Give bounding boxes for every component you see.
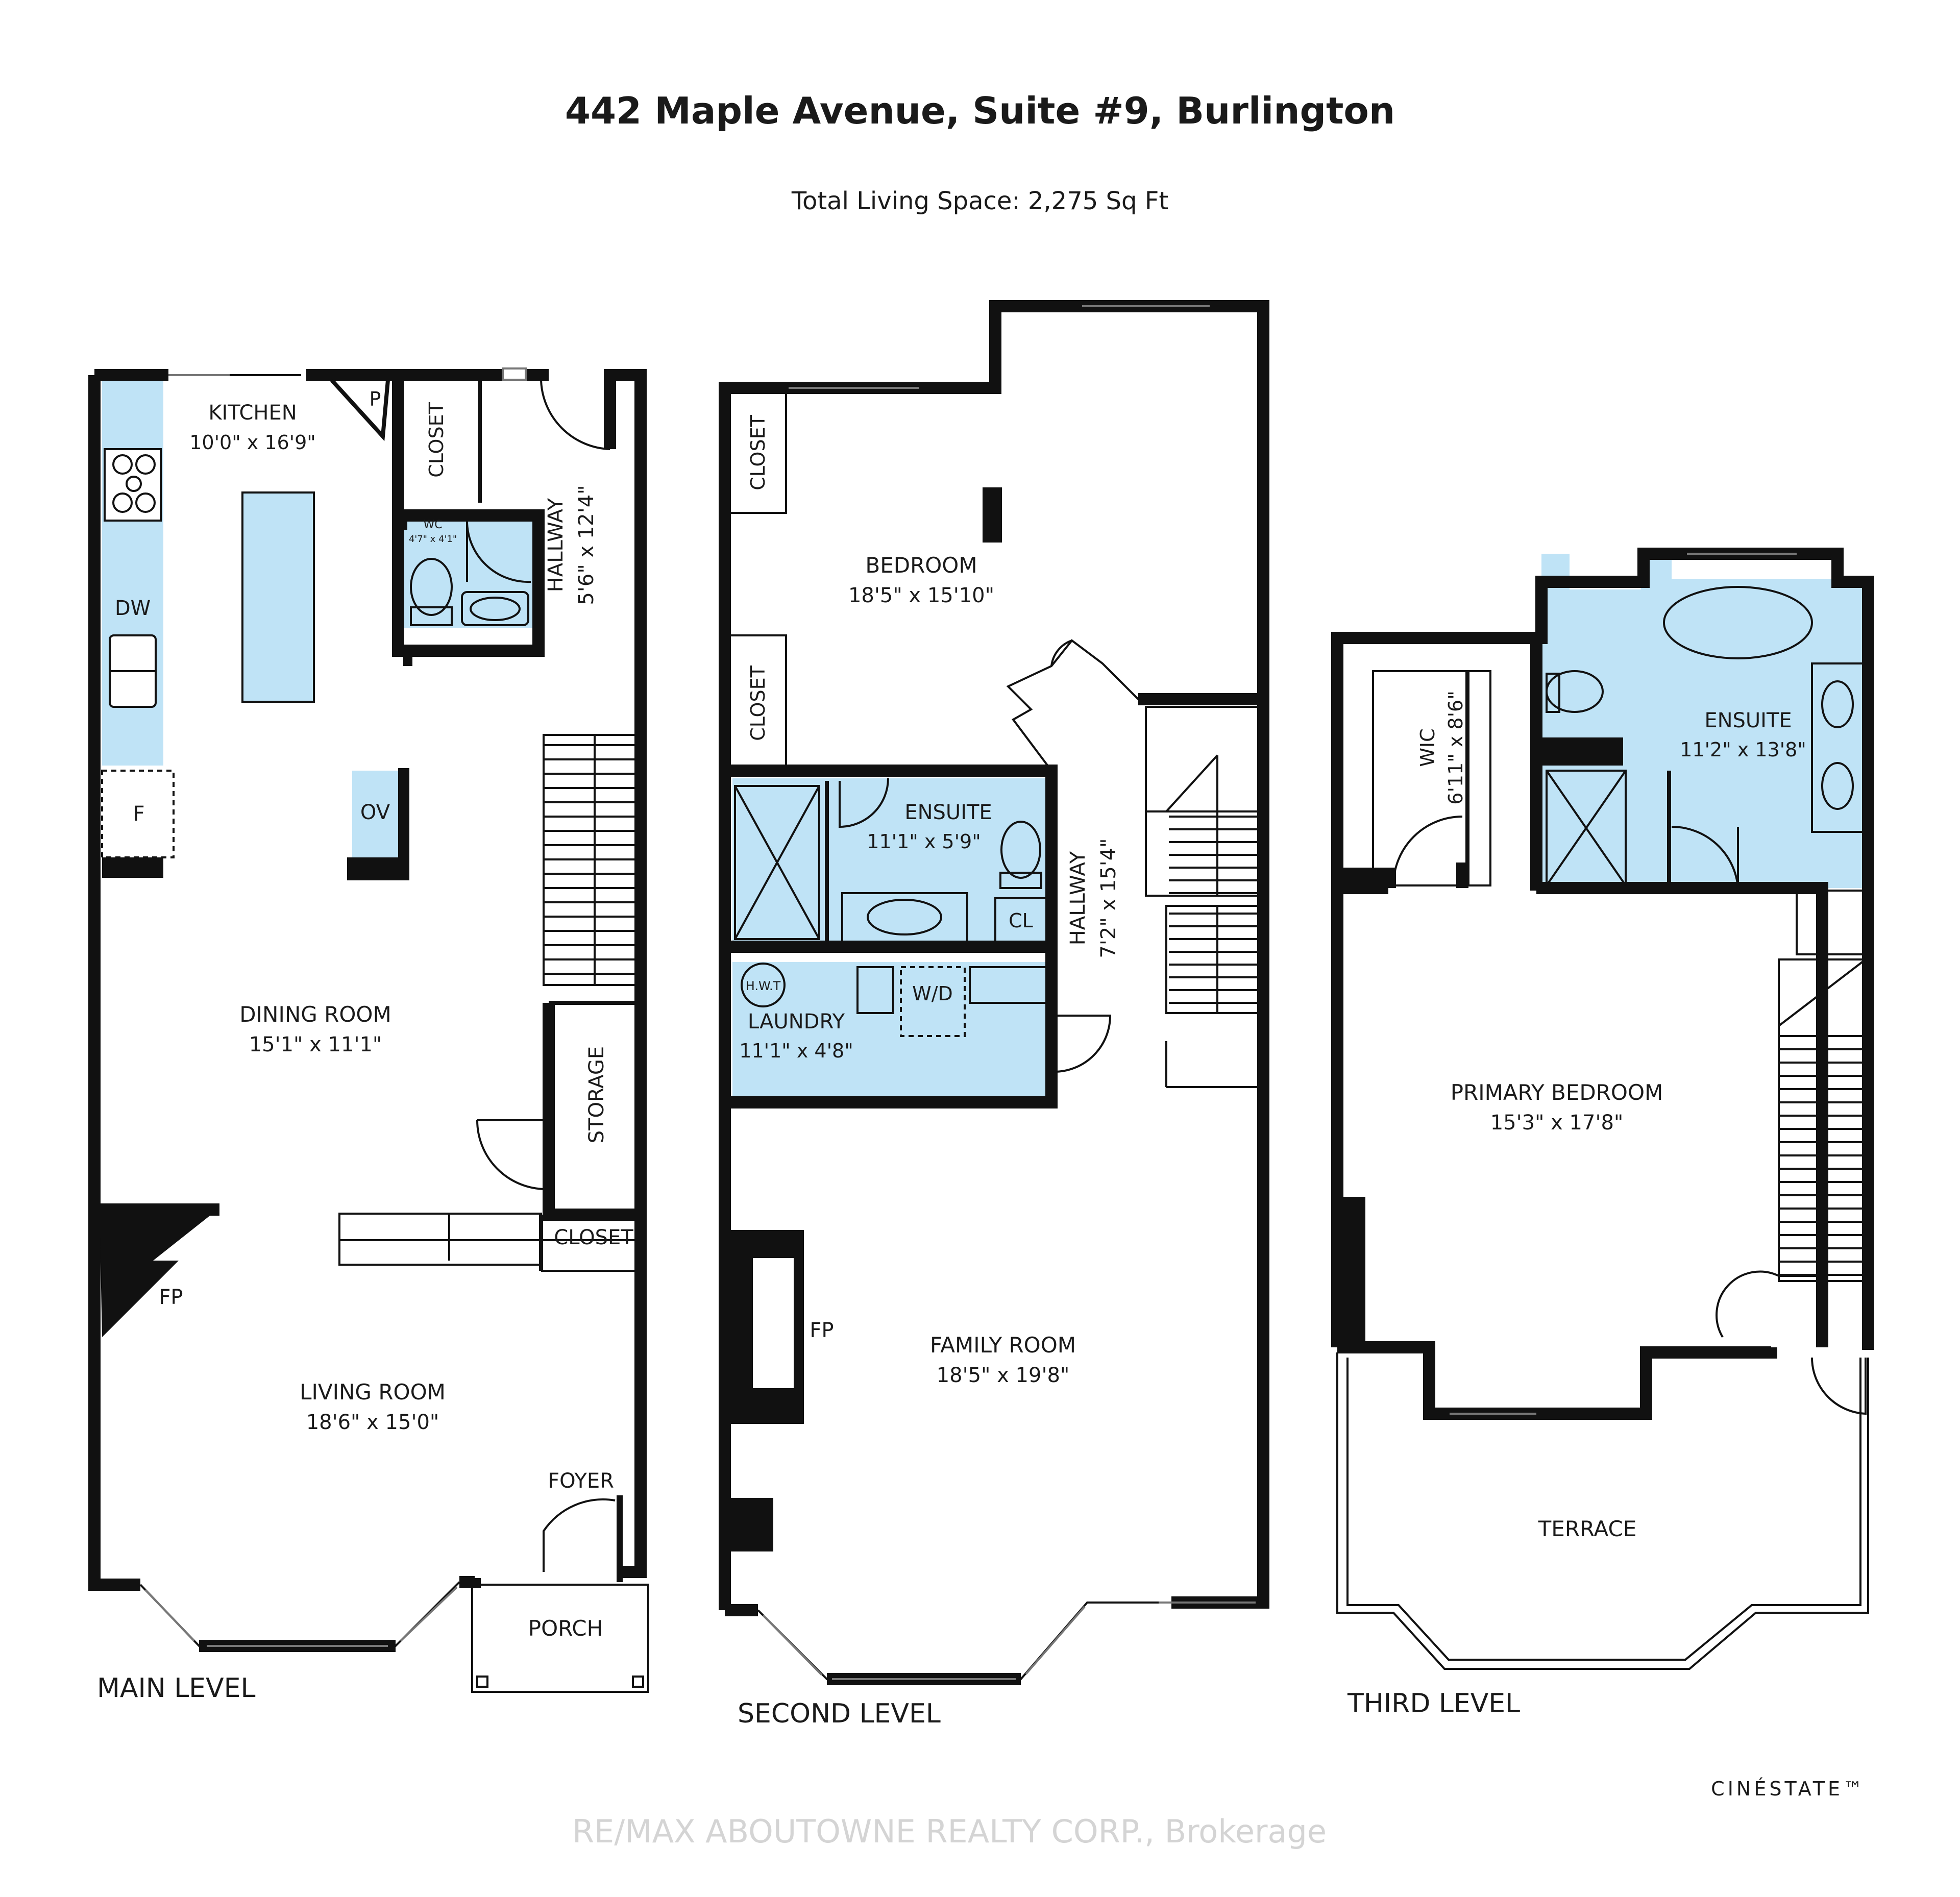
kitchen-name: KITCHEN: [208, 401, 297, 425]
second-ensuite-name: ENSUITE: [904, 801, 992, 824]
page-subtitle: Total Living Space: 2,275 Sq Ft: [791, 187, 1168, 215]
laundry-size: 11'1" x 4'8": [739, 1040, 853, 1062]
living-size: 18'6" x 15'0": [306, 1411, 439, 1434]
wic-size: 6'11" x 8'6": [1444, 691, 1467, 804]
main-closet-top-label: CLOSET: [425, 402, 448, 477]
second-bedroom-name: BEDROOM: [865, 553, 977, 578]
family-name: FAMILY ROOM: [930, 1333, 1076, 1358]
second-ensuite-size: 11'1" x 5'9": [867, 830, 981, 853]
fridge-label: F: [133, 802, 144, 826]
second-bedroom-size: 18'5" x 15'10": [848, 584, 994, 607]
laundry-name: LAUNDRY: [748, 1010, 845, 1033]
second-ensuite-room: [732, 778, 1049, 944]
second-hallway-size: 7'2" x 15'4": [1097, 838, 1120, 958]
family-size: 18'5" x 19'8": [937, 1364, 1070, 1387]
second-level-label: SECOND LEVEL: [738, 1698, 941, 1729]
main-level-label: MAIN LEVEL: [97, 1673, 255, 1704]
second-stairs: [1145, 706, 1262, 1088]
third-level-plan: [1331, 548, 1874, 1670]
main-level-plan: [88, 367, 649, 1693]
brokerage-watermark: RE/MAX ABOUTOWNE REALTY CORP., Brokerage: [572, 1813, 1327, 1850]
dishwasher-label: DW: [115, 597, 151, 620]
third-stairs: [1778, 958, 1867, 1282]
primary-bedroom-name: PRIMARY BEDROOM: [1451, 1080, 1663, 1105]
main-hallway-name: HALLWAY: [544, 498, 568, 592]
porch-label: PORCH: [528, 1616, 603, 1641]
wd-label: W/D: [912, 982, 953, 1005]
wc-name: WC: [423, 519, 442, 531]
wc-size: 4'7" x 4'1": [409, 534, 457, 545]
second-closet-a-label: CLOSET: [747, 414, 769, 490]
living-name: LIVING ROOM: [300, 1379, 446, 1405]
oven-label: OV: [360, 801, 390, 824]
dining-size: 15'1" x 11'1": [249, 1033, 382, 1056]
cl-label: CL: [1009, 909, 1033, 932]
washer-dryer-icon: [900, 966, 966, 1037]
hwt-label: H.W.T: [746, 979, 781, 993]
main-fireplace: [100, 1212, 214, 1337]
page-title: 442 Maple Avenue, Suite #9, Burlington: [565, 89, 1395, 132]
main-stairs: [543, 734, 636, 986]
main-closet-bottom-label: CLOSET: [554, 1226, 633, 1249]
primary-bedroom-size: 15'3" x 17'8": [1490, 1111, 1624, 1135]
storage-label: STORAGE: [585, 1046, 608, 1143]
terrace-label: TERRACE: [1538, 1516, 1637, 1541]
third-level-outer-wall: [1331, 548, 1874, 1350]
third-ensuite-room: [1541, 554, 1863, 888]
second-fireplace-label: FP: [810, 1319, 834, 1342]
second-closet-b-label: CLOSET: [747, 665, 769, 741]
third-level-label: THIRD LEVEL: [1347, 1688, 1520, 1719]
foyer-label: FOYER: [548, 1469, 614, 1493]
wc-room: [403, 513, 536, 628]
third-ensuite-size: 11'2" x 13'8": [1680, 738, 1806, 761]
main-hallway-size: 5'6" x 12'4": [575, 485, 598, 605]
main-fireplace-label: FP: [159, 1286, 183, 1309]
kitchen-size: 10'0" x 16'9": [189, 431, 316, 454]
hwt-icon: [741, 963, 786, 1007]
cinestate-logo: CINÉSTATE™: [1711, 1778, 1866, 1800]
third-ensuite-name: ENSUITE: [1704, 709, 1792, 732]
kitchen-island: [241, 491, 315, 703]
second-hallway-name: HALLWAY: [1066, 851, 1090, 945]
pantry-label: P: [370, 388, 381, 410]
second-level-plan: [719, 300, 1269, 1685]
dining-name: DINING ROOM: [239, 1002, 391, 1027]
wic-name: WIC: [1416, 728, 1439, 767]
terrace-outline: [1336, 1352, 1869, 1670]
